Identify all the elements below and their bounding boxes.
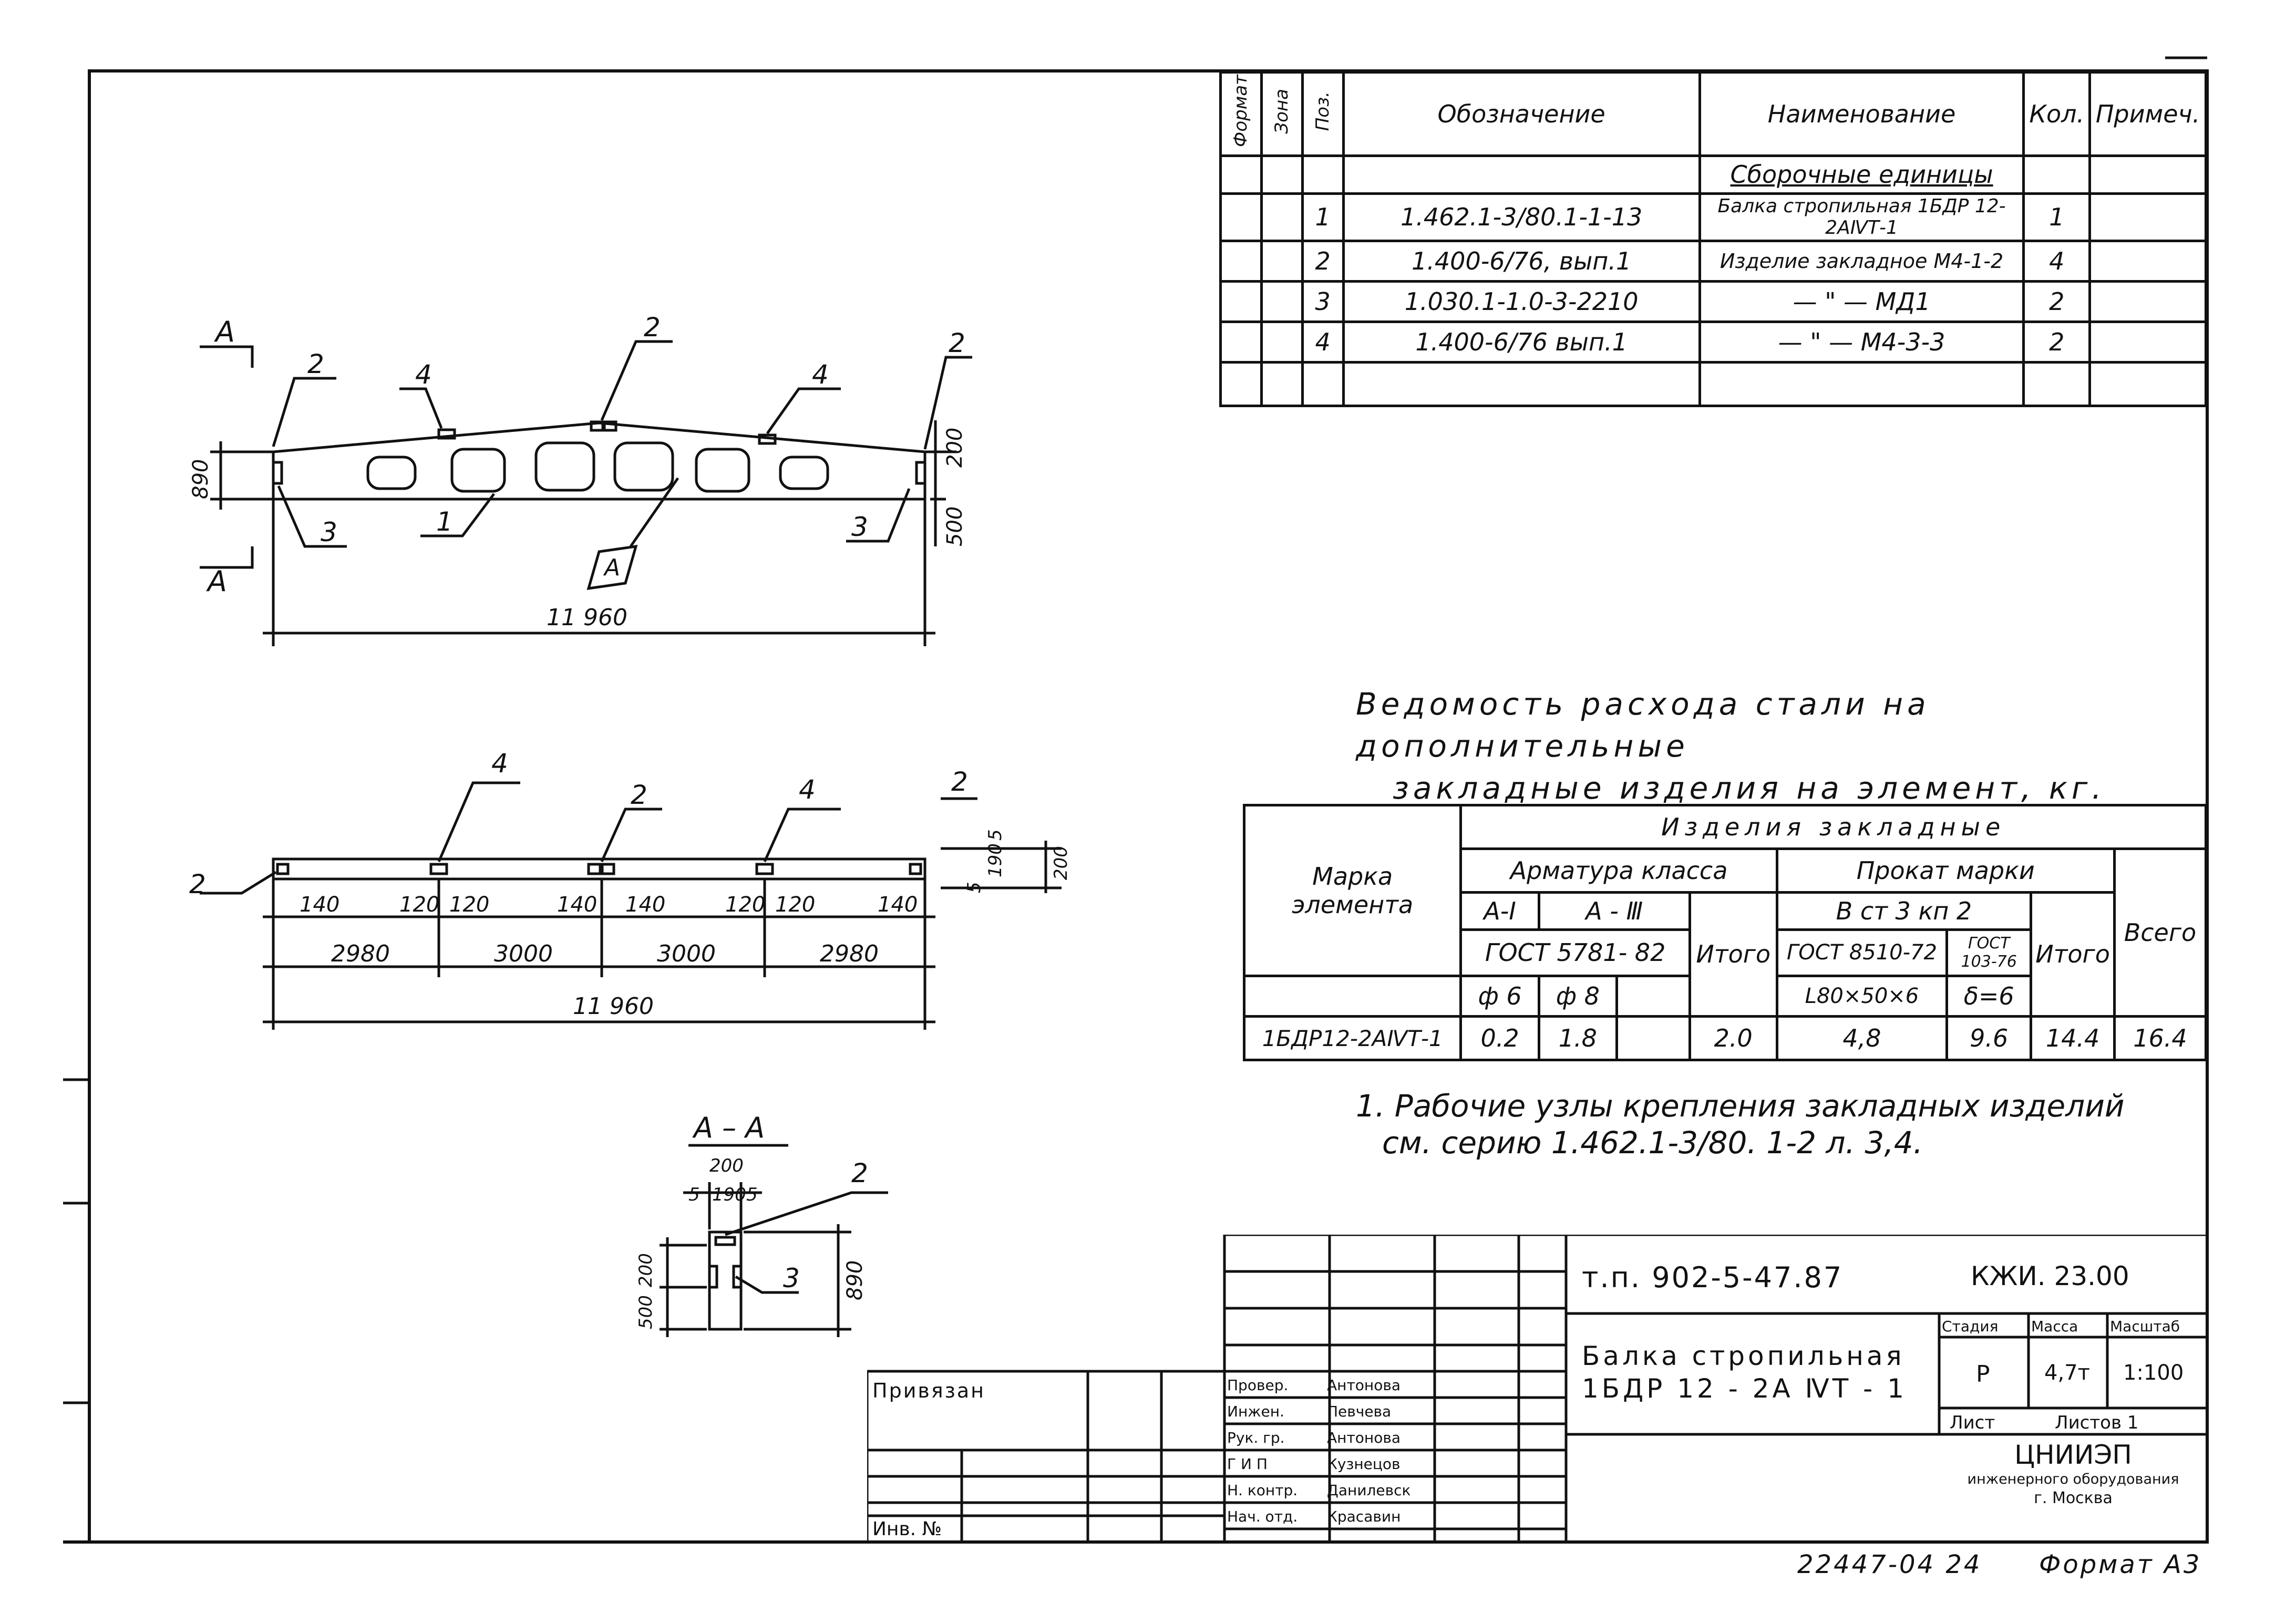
plan-span-4: 2980 [820,940,879,967]
dim-length: 11 960 [547,604,627,631]
plan-right-5b: 5 [964,882,985,893]
plan-callout-4-right: 4 [799,774,816,805]
bottom-code: 22447-04 24 [1797,1550,1982,1579]
title-block: Привязан Инв. № Провер.Антонова Инжен.Пе… [867,1235,2207,1542]
callout-1: 1 [436,506,453,537]
staff-row: Инжен.Певчева [1227,1403,1392,1420]
specification-table: Формат Зона Поз. Обозначение Наименовани… [1219,71,2207,407]
beam-plan: 2 4 2 4 2 140 120 120 140 140 120 120 14… [189,748,1072,1030]
plan-dim-120c: 120 [725,893,765,917]
grand-header: Всего [2113,847,2208,1018]
plan-callout-2-mid: 2 [631,780,647,810]
dim-height: 890 [189,459,213,499]
col-pos: Поз. [1301,71,1345,157]
callout-2-mid: 2 [644,312,661,343]
steel-table: Марка элемента Изделия закладные Арматур… [1242,803,2208,1061]
note: 1. Рабочие узлы крепления закладных изде… [1356,1088,2125,1161]
col-note: Примеч. [2088,71,2207,157]
col-zone: Зона [1260,71,1304,157]
mass-value: 4,7т [2044,1361,2090,1385]
dim-right-bottom: 500 [943,506,967,546]
section-callout-2: 2 [851,1158,868,1188]
section-part-5b: 5 [746,1184,758,1205]
project-number: т.п. 902-5-47.87 [1582,1261,1844,1294]
plan-total: 11 960 [573,993,654,1020]
plan-dim-120d: 120 [775,893,815,917]
plan-right-5a: 5 [985,829,1006,841]
section-height-890: 890 [843,1260,867,1300]
col-name: Наименование [1698,71,2025,157]
staff-list: Провер.Антонова Инжен.Певчева Рук. гр.Ан… [1227,1372,1410,1530]
section-mark-top: А [214,315,235,348]
section-title: Сборочные единицы [1698,154,2025,195]
callout-2-left: 2 [307,349,324,379]
table-row: 1 1.462.1-3/80.1-1-13 Балка стропильная … [1219,192,2207,242]
scale-value: 1:100 [2123,1361,2184,1385]
callout-2-right: 2 [949,328,965,358]
rebar-header: Арматура класса [1459,847,1778,894]
stage-value: Р [1976,1361,1990,1388]
dim-right-top: 200 [943,428,967,468]
table-row: 4 1.400-6/76 вып.1 — " — М4-3-3 2 [1219,320,2207,364]
plan-right-190: 190 [985,843,1006,877]
steel-title-line1: Ведомость расхода стали на дополнительны… [1356,686,1930,764]
table-row [1219,361,2207,407]
rolled-header: Прокат марки [1775,847,2116,894]
section-a-a: А – А 200 5 190 5 500 200 890 2 3 [635,1111,888,1337]
callout-3-right: 3 [851,512,868,542]
items-header: Изделия закладные [1459,804,2207,850]
table-row: 2 1.400-6/76, вып.1 Изделие закладное М4… [1219,239,2207,283]
callout-view-a: А [603,554,620,581]
col-format: Формат [1219,71,1263,157]
plan-span-3: 3000 [657,940,716,967]
staff-row: Нач. отд.Красавин [1227,1508,1401,1525]
plan-right-200: 200 [1051,846,1072,880]
inv-label: Инв. № [872,1518,942,1540]
plan-callout-2-right: 2 [951,767,968,797]
section-part-190: 190 [712,1184,746,1205]
section-callout-3: 3 [783,1263,800,1294]
note-line1: 1. Рабочие узлы крепления закладных изде… [1356,1088,2125,1124]
section-height-200: 200 [635,1253,656,1287]
callout-4-left: 4 [415,359,432,390]
plan-callout-2-left: 2 [189,869,206,899]
steel-title: Ведомость расхода стали на дополнительны… [1356,683,2144,809]
staff-row: Рук. гр.Антонова [1227,1429,1401,1446]
document-code: КЖИ. 23.00 [1971,1261,2129,1291]
plan-dim-120: 120 [399,893,439,917]
note-line2: см. серию 1.462.1-3/80. 1-2 л. 3,4. [1382,1125,1923,1161]
plan-dim-140c: 140 [625,893,665,917]
table-row: 1БДР12-2АⅣТ-1 0.2 1.8 2.0 4,8 9.6 14.4 1… [1242,1015,2208,1061]
col-designation: Обозначение [1342,71,1701,157]
table-row: Сборочные единицы [1219,154,2207,195]
section-part-5a: 5 [688,1184,700,1205]
plan-dim-140b: 140 [557,893,597,917]
section-mark-bottom: А [206,565,227,598]
plan-span-1: 2980 [331,940,390,967]
title-block-lines [867,1235,2207,1542]
plan-dim-120b: 120 [449,893,489,917]
privyazan-label: Привязан [872,1379,985,1402]
plan-callout-4-left: 4 [491,748,508,779]
steel-title-line2: закладные изделия на элемент, кг. [1393,770,2106,806]
section-height-500: 500 [635,1295,656,1329]
table-row: 3 1.030.1-1.0-3-2210 — " — МД1 2 [1219,280,2207,324]
plan-span-2: 3000 [494,940,553,967]
staff-row: Провер.Антонова [1227,1377,1401,1394]
drawing-name: Балка стропильная 1БДР 12 - 2А ⅣТ - 1 [1582,1341,1907,1404]
plan-dim-140d: 140 [878,893,918,917]
organization: ЦНИИЭП инженерного оборудования г. Москв… [1967,1440,2179,1507]
section-title: А – А [692,1111,765,1144]
col-qty: Кол. [2022,71,2092,157]
callout-4-right: 4 [812,359,829,390]
section-width: 200 [709,1155,744,1176]
beam-elevation: А А 890 200 500 11 960 2 4 2 4 2 3 1 3 А [189,312,972,646]
callout-3-left: 3 [321,517,337,547]
staff-row: Н. контр.Данилевск [1227,1482,1411,1499]
format-label: Формат А3 [2039,1550,2202,1579]
element-header: Марка элемента [1242,803,1463,978]
plan-dim-140: 140 [300,893,339,917]
